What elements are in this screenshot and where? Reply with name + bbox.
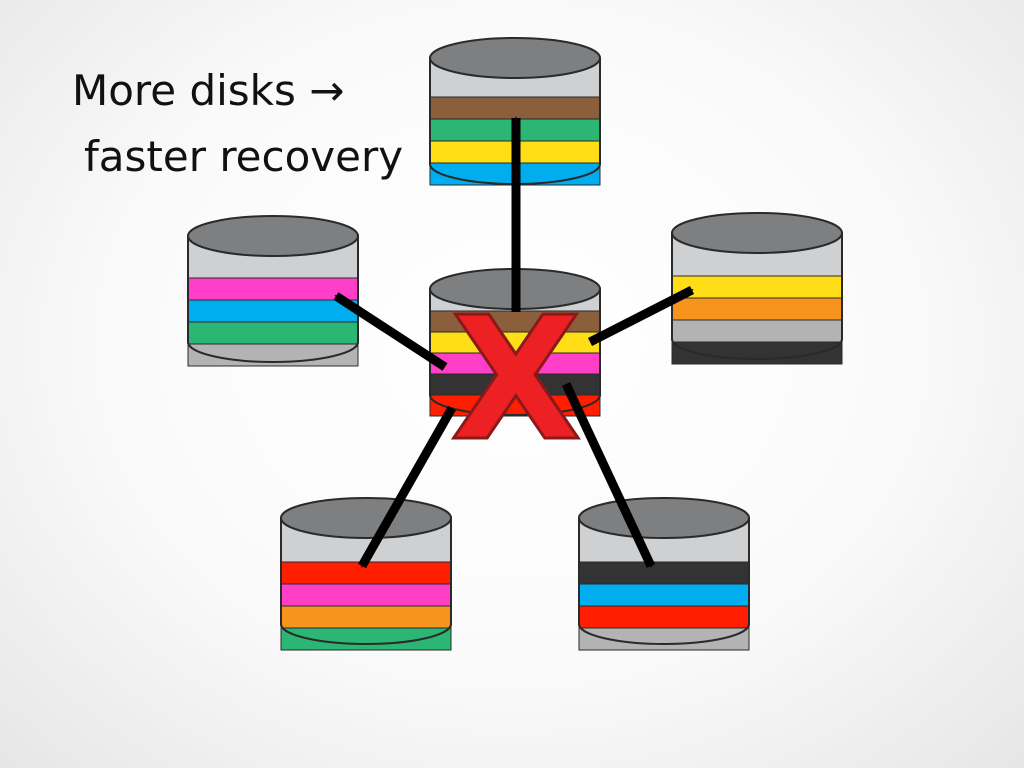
- data-stripe-black: [578, 561, 750, 585]
- data-stripe-blue: [187, 299, 359, 323]
- data-stripe-brown: [429, 96, 601, 120]
- data-stripe-black: [671, 341, 843, 365]
- caption-line-2: faster recovery: [84, 132, 404, 181]
- arrows-layer: [333, 116, 695, 569]
- data-stripe-pink: [187, 277, 359, 301]
- data-stripe-orange: [671, 297, 843, 321]
- failed-disk: [429, 268, 601, 417]
- right-disk: [671, 212, 843, 365]
- arrow-to-bottom-right-disk: [561, 382, 656, 568]
- data-stripe-gray: [187, 343, 359, 367]
- disk-top: [671, 212, 843, 254]
- data-stripe-orange: [280, 605, 452, 629]
- disk-outline: [578, 518, 750, 645]
- disk-top: [187, 215, 359, 257]
- data-stripe-yellow: [671, 275, 843, 299]
- arrow-to-bottom-left-disk: [358, 405, 456, 569]
- disk-outline: [280, 518, 452, 645]
- caption: More disks → faster recovery: [72, 58, 403, 190]
- data-stripe-green: [280, 627, 452, 651]
- arrow-to-left-disk: [333, 292, 448, 371]
- disk-top: [429, 37, 601, 79]
- failure-x-mark: X: [450, 281, 581, 479]
- data-stripe-green: [187, 321, 359, 345]
- bottom-right-disk: [578, 497, 750, 651]
- disks-layer: [187, 37, 843, 651]
- bottom-left-disk: [280, 497, 452, 651]
- disk-outline: [187, 236, 359, 363]
- data-stripe-blue: [578, 583, 750, 607]
- data-stripe-gray: [578, 627, 750, 651]
- arrow-to-right-disk: [587, 285, 695, 347]
- data-stripe-red: [578, 605, 750, 629]
- disk-outline: [671, 233, 843, 360]
- caption-line-1: More disks →: [72, 66, 345, 115]
- disk-top: [578, 497, 750, 539]
- disk-outline: [429, 289, 601, 416]
- data-stripe-pink: [280, 583, 452, 607]
- left-disk: [187, 215, 359, 367]
- disk-top: [280, 497, 452, 539]
- data-stripe-gray: [671, 319, 843, 343]
